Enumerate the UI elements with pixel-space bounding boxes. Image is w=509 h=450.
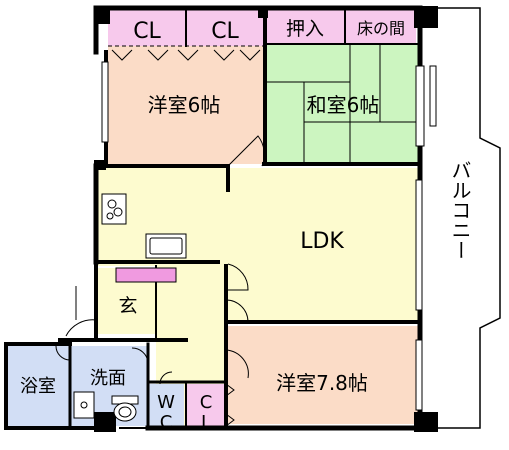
door-swings [55,135,265,427]
bath-fill [8,346,70,426]
ldk-fill [96,168,422,266]
bath-label: 浴室 [20,376,56,397]
japanese-room-label: 和室6帖 [307,93,380,117]
ldk-label: LDK [300,229,344,254]
western-room-2-fill [228,326,422,424]
closet-3-label-top: C [200,392,213,413]
balcony-outline [438,7,501,429]
western-room-2-label: 洋室7.8帖 [276,371,368,395]
shoe-counter [115,267,177,283]
wc-label-bottom: C [160,412,173,433]
closet-1-fill [108,8,186,46]
toilet [111,395,139,422]
tokonoma-fill [346,8,416,44]
oshiire-label: 押入 [286,18,324,40]
washroom-label: 洗面 [90,368,126,389]
closet-2-fill [186,8,264,46]
balcony-label: バルコニー [448,160,472,260]
entrance-label: 玄 [118,295,137,317]
kitchen-sink [145,233,187,259]
closet-2-label: CL [211,19,239,44]
closet-1-label: CL [133,19,161,44]
windows [101,61,437,411]
western-room-1-fill [108,46,264,164]
western-room-1-label: 洋室6帖 [148,93,221,117]
japanese-room-fill [266,44,418,162]
closet-3-label-bottom: L [201,412,211,433]
closet-3-fill [186,384,226,428]
kitchen-stove [101,193,127,225]
tokonoma-label: 床の間 [357,19,405,38]
tatami-lines [266,44,418,162]
ldk-fill-2 [226,266,422,324]
columns [94,6,438,432]
wc-fill [148,384,184,428]
wc-label-top: W [157,392,175,413]
oshiire-fill [266,8,344,44]
washbasin [73,391,95,419]
